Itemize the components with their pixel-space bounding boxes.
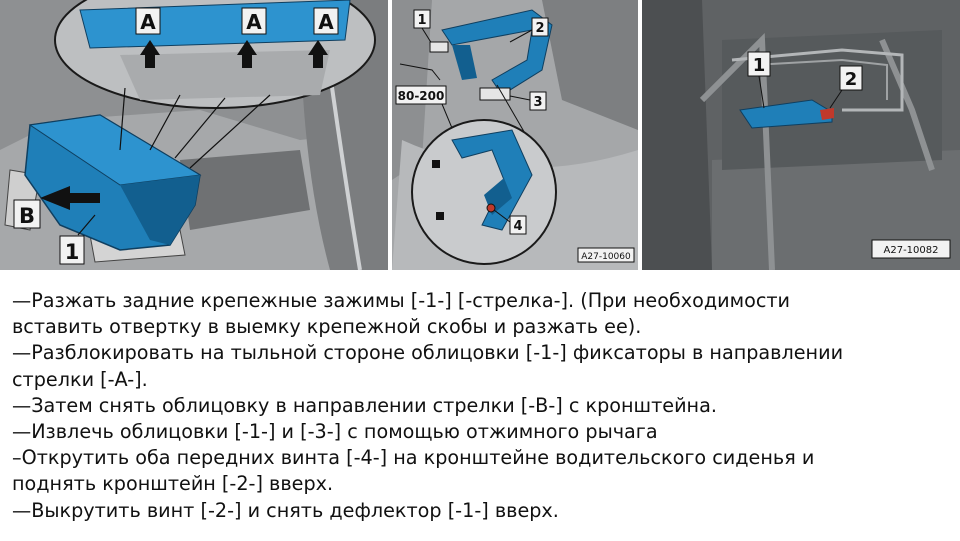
svg-text:A27-10082: A27-10082 [884, 245, 939, 256]
instruction-line: –Открутить оба передних винта [-4-] на к… [12, 446, 815, 470]
svg-text:2: 2 [535, 21, 544, 36]
callout-3: 3 [479, 87, 547, 111]
callout-4: 4 [493, 209, 527, 235]
instruction-line: вставить отвертку в выемку крепежной ско… [12, 315, 642, 339]
instruction-line: —Извлечь облицовки [-1-] и [-3-] с помощ… [12, 420, 658, 444]
reference-code-box: A27-10082 [871, 239, 951, 259]
svg-text:1: 1 [417, 13, 426, 28]
svg-text:3: 3 [533, 95, 542, 110]
instruction-line: —Затем снять облицовку в направлении стр… [12, 393, 717, 417]
figure-trim-panel-removal: A A A B 1 [0, 0, 388, 270]
instruction-line: стрелки [-A-]. [12, 367, 148, 391]
instruction-text: —Разжать задние крепежные зажимы [-1-] [… [12, 288, 952, 524]
arrow-label-a: A [318, 10, 334, 34]
arrow-a-3: A [308, 7, 339, 68]
torque-callout: 80-200 [395, 63, 447, 105]
arrow-label-a: A [140, 10, 156, 34]
arrow-b: B [13, 186, 100, 229]
figure-right-drawing: 1 2 A27-10082 [642, 0, 960, 270]
callout-1: 1 [413, 9, 449, 53]
figure-left-drawing: A A A B 1 [0, 0, 388, 270]
label-b: B [19, 204, 35, 228]
svg-text:A27-10060: A27-10060 [581, 252, 631, 262]
figure-deflector-removal: 1 2 A27-10082 [642, 0, 960, 270]
svg-text:4: 4 [513, 219, 522, 234]
figure-seat-bracket: 1 2 3 80-200 [392, 0, 638, 270]
instruction-line: —Выкрутить винт [-2-] и снять дефлектор … [12, 498, 559, 522]
callout-2: 2 [509, 17, 549, 43]
callout-1: 1 [747, 51, 771, 109]
callout-2: 2 [829, 65, 863, 109]
instruction-line: —Разжать задние крепежные зажимы [-1-] [… [12, 289, 791, 312]
callout-1: 1 [59, 214, 96, 265]
svg-text:1: 1 [65, 240, 80, 264]
svg-text:1: 1 [753, 55, 766, 76]
torque-value: 80-200 [398, 89, 445, 103]
arrow-a-1: A [135, 7, 161, 68]
instruction-line: —Разблокировать на тыльной стороне облиц… [12, 341, 844, 365]
arrow-label-a: A [246, 10, 262, 34]
figure-strip: A A A B 1 [0, 0, 960, 270]
instruction-line: поднять кронштейн [-2-] вверх. [12, 472, 334, 496]
reference-code-box: A27-10060 [577, 247, 635, 263]
svg-text:2: 2 [845, 69, 858, 90]
arrow-a-2: A [237, 7, 267, 68]
figure-middle-drawing: 1 2 3 80-200 [392, 0, 638, 270]
